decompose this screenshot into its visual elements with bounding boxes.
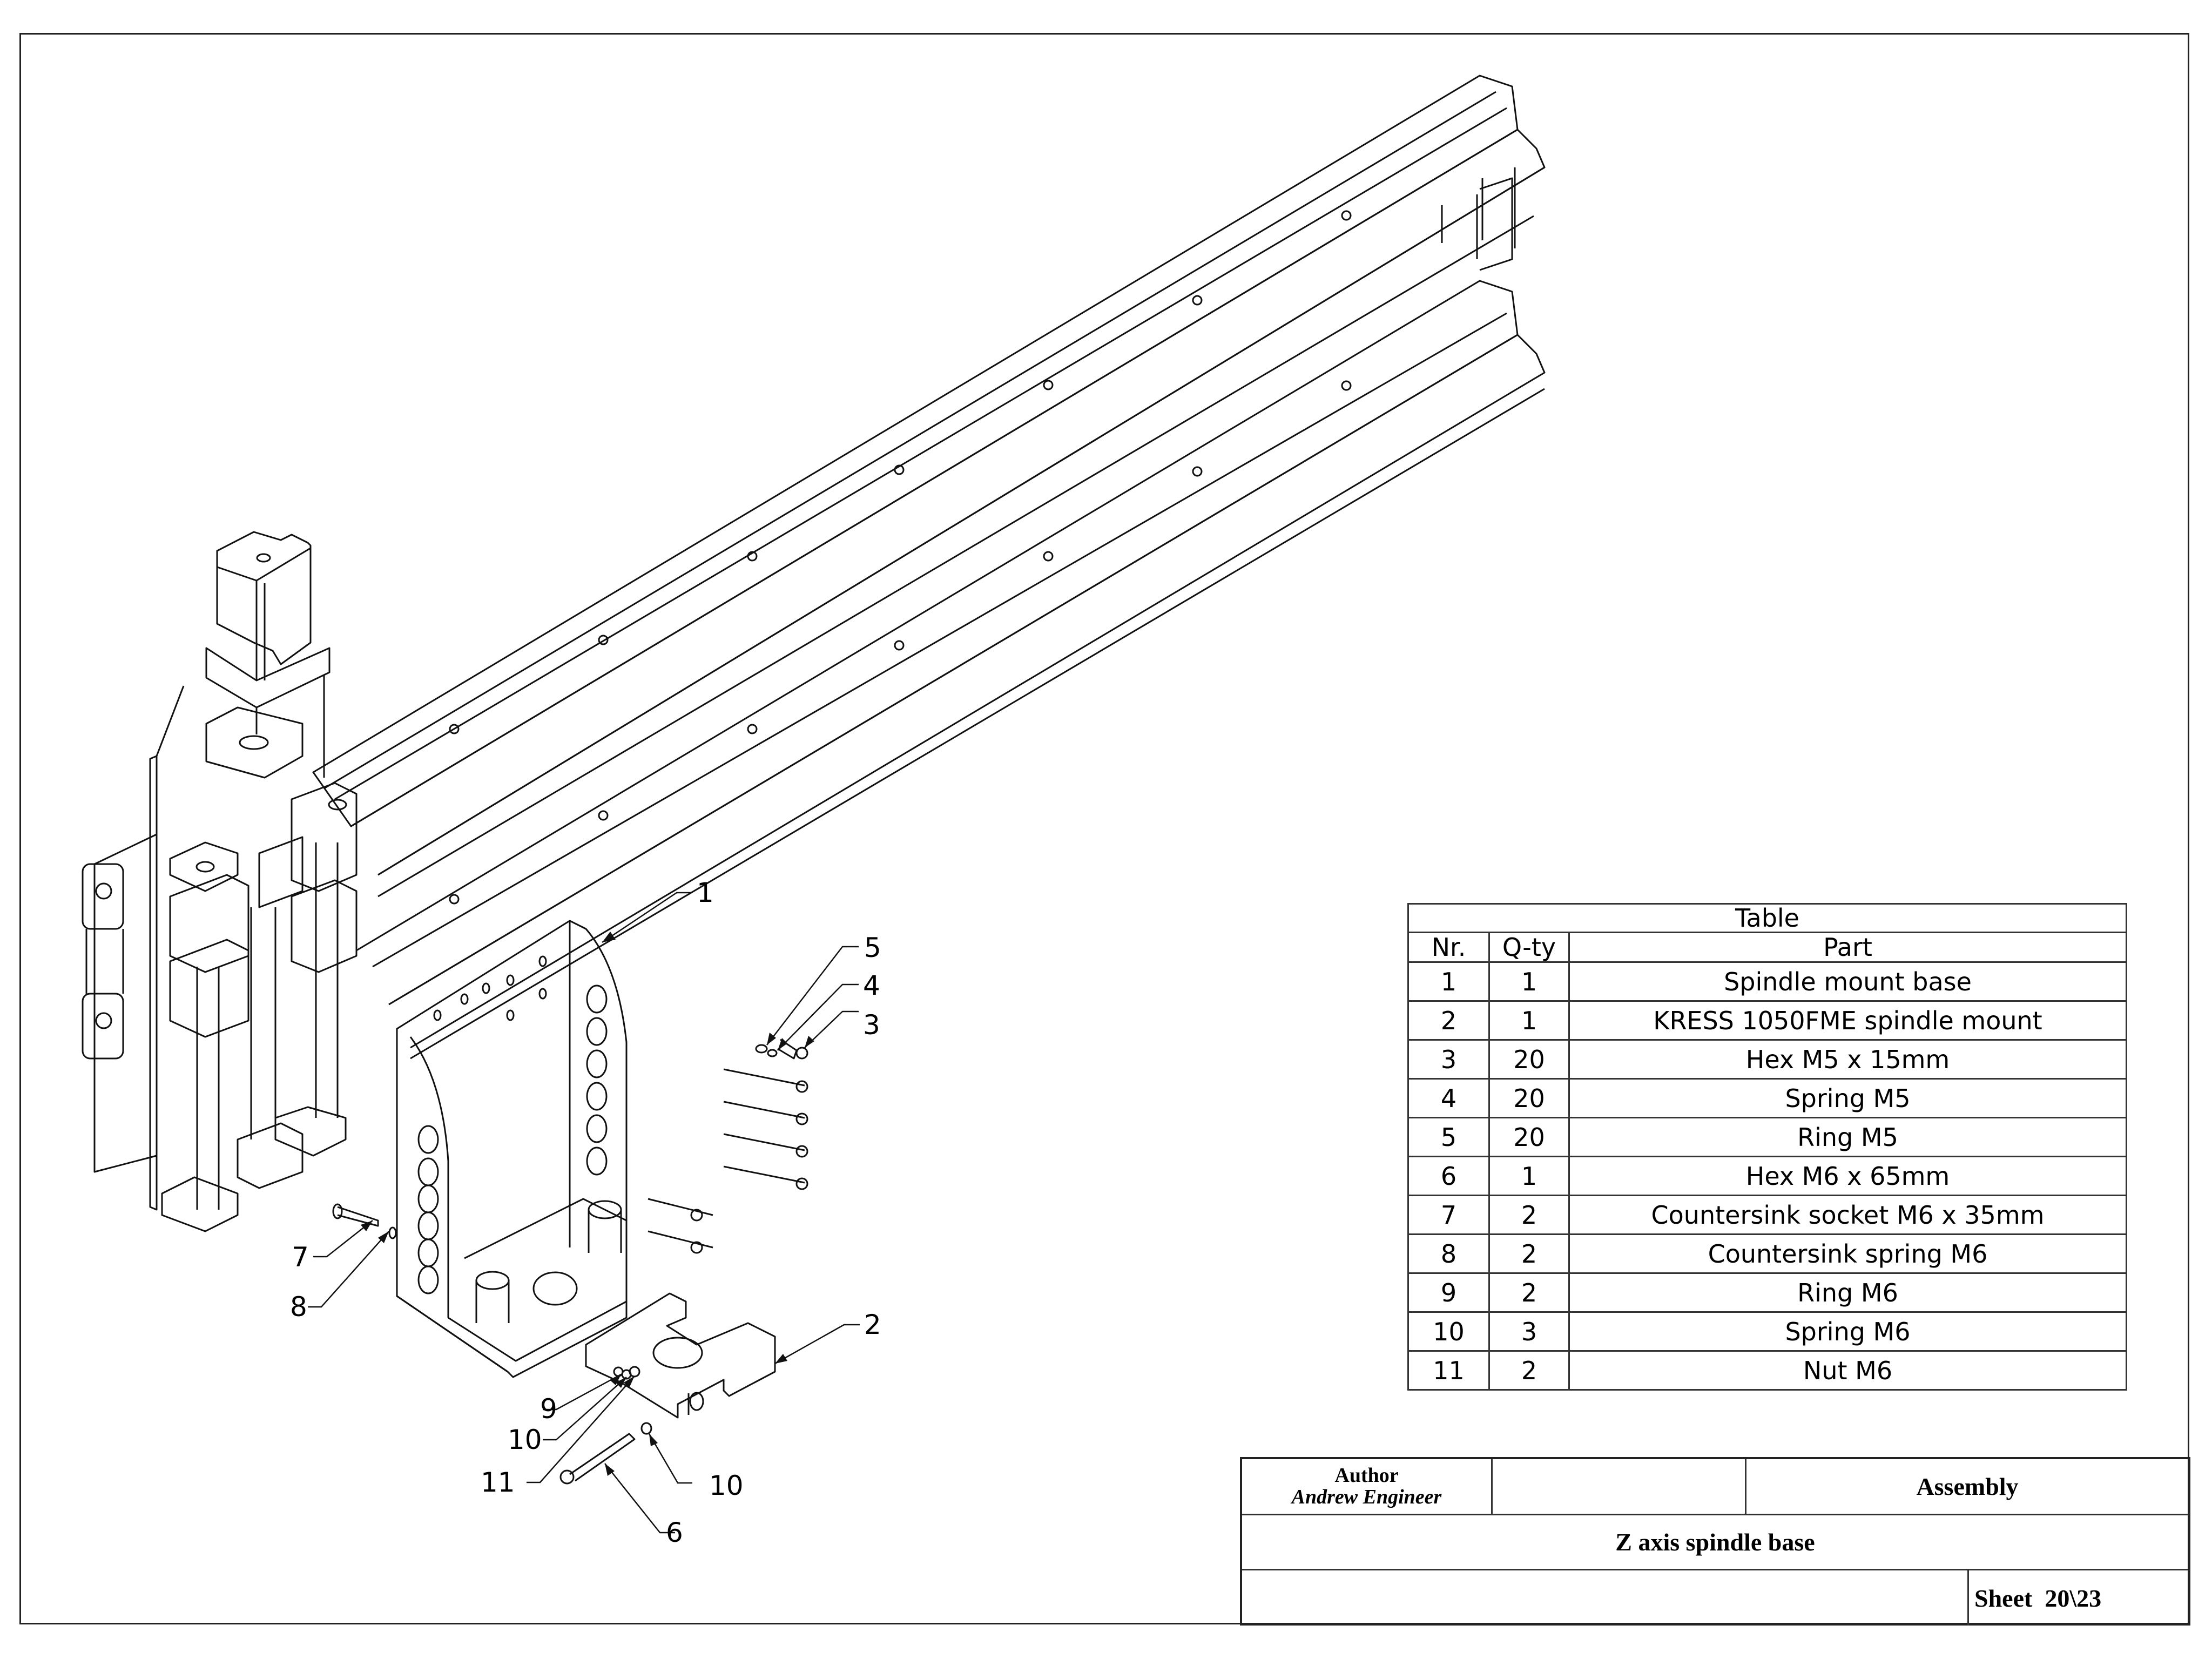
cell-nr: 5 <box>1407 1117 1490 1157</box>
cell-part: Spindle mount base <box>1568 961 2127 1002</box>
cell-nr: 8 <box>1407 1233 1490 1274</box>
z-axis-plate <box>82 685 185 1211</box>
author-label: Author <box>1334 1464 1399 1487</box>
cell-part: Countersink spring M6 <box>1568 1233 2127 1274</box>
callout-5: 5 <box>864 932 881 963</box>
header-nr: Nr. <box>1407 932 1490 963</box>
author-cell: Author Andrew Engineer <box>1242 1459 1493 1514</box>
stepper-motor <box>205 531 331 779</box>
drawing-title-cell: Z axis spindle base <box>1242 1515 2188 1569</box>
cell-qty: 20 <box>1488 1039 1570 1080</box>
callout-11: 11 <box>481 1467 515 1498</box>
linear-guides <box>161 782 358 1232</box>
drawing-title: Z axis spindle base <box>1615 1528 1815 1556</box>
callout-8: 8 <box>290 1291 307 1323</box>
kress-spindle-clamp <box>585 1292 776 1419</box>
header-part: Part <box>1568 932 2127 963</box>
header-qty: Q-ty <box>1488 932 1570 963</box>
cell-qty: 1 <box>1488 1156 1570 1196</box>
fasteners <box>332 1038 808 1485</box>
callout-10a: 10 <box>508 1424 542 1455</box>
cell-qty: 1 <box>1488 961 1570 1002</box>
title-block: Author Andrew Engineer Assembly Z axis s… <box>1240 1457 2190 1626</box>
cell-part: Hex M5 x 15mm <box>1568 1039 2127 1080</box>
cell-qty: 1 <box>1488 1000 1570 1041</box>
callout-3: 3 <box>863 1009 880 1041</box>
sheet-border <box>19 33 2189 1624</box>
callout-4: 4 <box>863 970 880 1001</box>
leader-arrowheads <box>361 932 814 1476</box>
cell-part: Ring M6 <box>1568 1272 2127 1313</box>
cell-part: Spring M5 <box>1568 1078 2127 1118</box>
cell-qty: 2 <box>1488 1233 1570 1274</box>
callout-6: 6 <box>666 1517 683 1548</box>
cell-qty: 20 <box>1488 1078 1570 1118</box>
cell-nr: 9 <box>1407 1272 1490 1313</box>
title-block-row-2: Z axis spindle base <box>1242 1515 2188 1570</box>
leader-lines <box>308 892 860 1534</box>
cell-part: Spring M6 <box>1568 1311 2127 1352</box>
cell-part: Nut M6 <box>1568 1350 2127 1391</box>
rail-bolts <box>449 210 1352 905</box>
cell-nr: 4 <box>1407 1078 1490 1118</box>
document-type: Assembly <box>1916 1473 2019 1500</box>
cell-part: Hex M6 x 65mm <box>1568 1156 2127 1196</box>
callout-10b: 10 <box>709 1470 744 1501</box>
cell-qty: 2 <box>1488 1195 1570 1235</box>
author-name: Andrew Engineer <box>1291 1485 1442 1508</box>
title-block-row-3: Sheet 20\23 <box>1242 1570 2188 1626</box>
cell-nr: 10 <box>1407 1311 1490 1352</box>
cell-qty: 2 <box>1488 1272 1570 1313</box>
cell-nr: 2 <box>1407 1000 1490 1041</box>
spindle-mount-base <box>396 920 628 1378</box>
callout-2: 2 <box>864 1309 881 1340</box>
callout-9: 9 <box>540 1393 557 1425</box>
callout-labels: 1 2 3 4 5 6 7 8 9 10 10 11 <box>290 877 881 1548</box>
cell-part: Ring M5 <box>1568 1117 2127 1157</box>
gantry-beam <box>312 75 1546 1060</box>
blank-cell <box>1493 1459 1746 1514</box>
cell-nr: 1 <box>1407 961 1490 1002</box>
empty-cell <box>1242 1570 1969 1626</box>
cell-part: KRESS 1050FME spindle mount <box>1568 1000 2127 1041</box>
title-block-row-1: Author Andrew Engineer Assembly <box>1242 1459 2188 1515</box>
cell-nr: 3 <box>1407 1039 1490 1080</box>
cell-nr: 11 <box>1407 1350 1490 1391</box>
cell-nr: 7 <box>1407 1195 1490 1235</box>
cell-qty: 3 <box>1488 1311 1570 1352</box>
parts-table-caption: Table <box>1407 903 2127 933</box>
document-type-cell: Assembly <box>1746 1459 2188 1514</box>
callout-7: 7 <box>292 1242 309 1273</box>
sheet-number-cell: Sheet 20\23 <box>1969 1570 2188 1626</box>
cell-part: Countersink socket M6 x 35mm <box>1568 1195 2127 1235</box>
cell-qty: 20 <box>1488 1117 1570 1157</box>
cell-nr: 6 <box>1407 1156 1490 1196</box>
cell-qty: 2 <box>1488 1350 1570 1391</box>
sheet-number: Sheet 20\23 <box>1974 1584 2102 1612</box>
callout-1: 1 <box>697 877 714 908</box>
